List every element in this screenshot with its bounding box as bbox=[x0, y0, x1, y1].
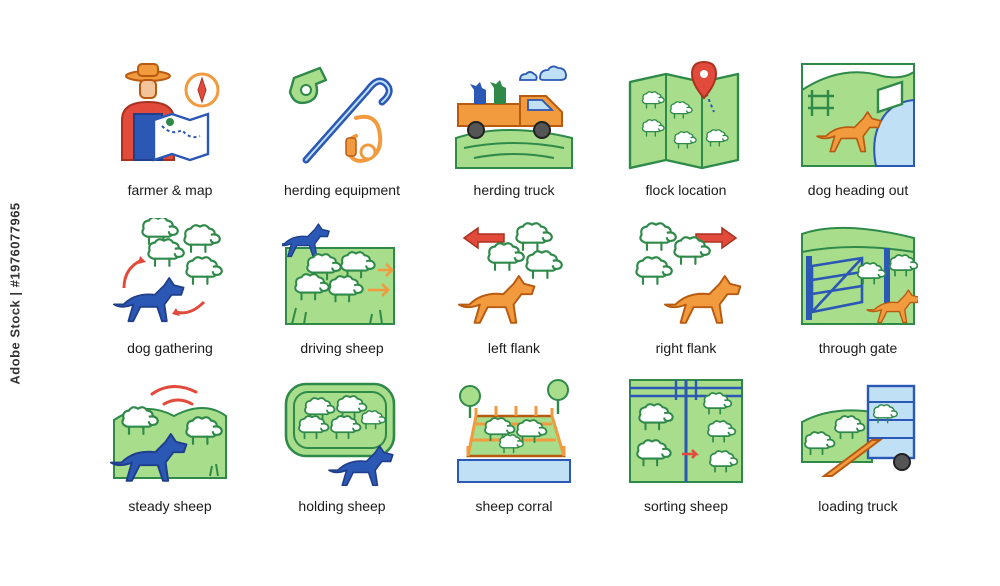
icon-card-farmer-map: farmer & map bbox=[84, 60, 256, 218]
icon-card-sheep-corral: sheep corral bbox=[428, 376, 600, 534]
icon-card-steady-sheep: steady sheep bbox=[84, 376, 256, 534]
icon-label: steady sheep bbox=[128, 498, 212, 514]
sorting-sheep-icon bbox=[629, 379, 743, 483]
sheep-corral-icon bbox=[457, 379, 571, 483]
loading-truck-icon bbox=[801, 384, 916, 477]
icon-label: holding sheep bbox=[298, 498, 386, 514]
icon-label: sheep corral bbox=[475, 498, 553, 514]
icon-card-flock-location: flock location bbox=[600, 60, 772, 218]
herding-equipment-icon bbox=[288, 66, 393, 164]
icon-card-holding-sheep: holding sheep bbox=[256, 376, 428, 534]
icon-label: left flank bbox=[487, 340, 541, 356]
icon-card-left-flank: left flank bbox=[428, 218, 600, 376]
icon-label: through gate bbox=[818, 340, 898, 356]
icon-label: dog gathering bbox=[127, 340, 213, 356]
icon-label: dog heading out bbox=[807, 182, 909, 198]
through-gate-icon bbox=[801, 226, 918, 325]
icon-card-dog-heading-out: dog heading out bbox=[772, 60, 944, 218]
icon-label: flock location bbox=[645, 182, 727, 198]
icon-card-through-gate: through gate bbox=[772, 218, 944, 376]
dog-gathering-icon bbox=[113, 218, 223, 323]
icon-card-sorting-sheep: sorting sheep bbox=[600, 376, 772, 534]
icon-card-dog-gathering: dog gathering bbox=[84, 218, 256, 376]
icon-label: driving sheep bbox=[300, 340, 384, 356]
left-flank-icon bbox=[458, 222, 563, 324]
flock-location-icon bbox=[628, 60, 740, 170]
icon-grid: farmer & map herding equipment bbox=[84, 60, 944, 534]
stock-credit: Adobe Stock | #1976077965 bbox=[2, 0, 28, 586]
icon-label: herding truck bbox=[473, 182, 555, 198]
icon-card-herding-equipment: herding equipment bbox=[256, 60, 428, 218]
driving-sheep-icon bbox=[282, 223, 395, 325]
stock-credit-text: Adobe Stock | #1976077965 bbox=[7, 201, 23, 385]
icon-label: right flank bbox=[655, 340, 717, 356]
dog-heading-out-icon bbox=[801, 63, 915, 167]
icon-card-right-flank: right flank bbox=[600, 218, 772, 376]
icon-card-herding-truck: herding truck bbox=[428, 60, 600, 218]
steady-sheep-icon bbox=[110, 385, 227, 482]
icon-label: herding equipment bbox=[284, 182, 400, 198]
right-flank-icon bbox=[635, 222, 742, 324]
herding-truck-icon bbox=[455, 65, 573, 169]
icon-card-driving-sheep: driving sheep bbox=[256, 218, 428, 376]
icon-card-loading-truck: loading truck bbox=[772, 376, 944, 534]
holding-sheep-icon bbox=[284, 382, 396, 486]
icon-label: loading truck bbox=[818, 498, 898, 514]
icon-label: farmer & map bbox=[127, 182, 213, 198]
icon-label: sorting sheep bbox=[643, 498, 729, 514]
farmer-map-icon bbox=[121, 63, 220, 162]
